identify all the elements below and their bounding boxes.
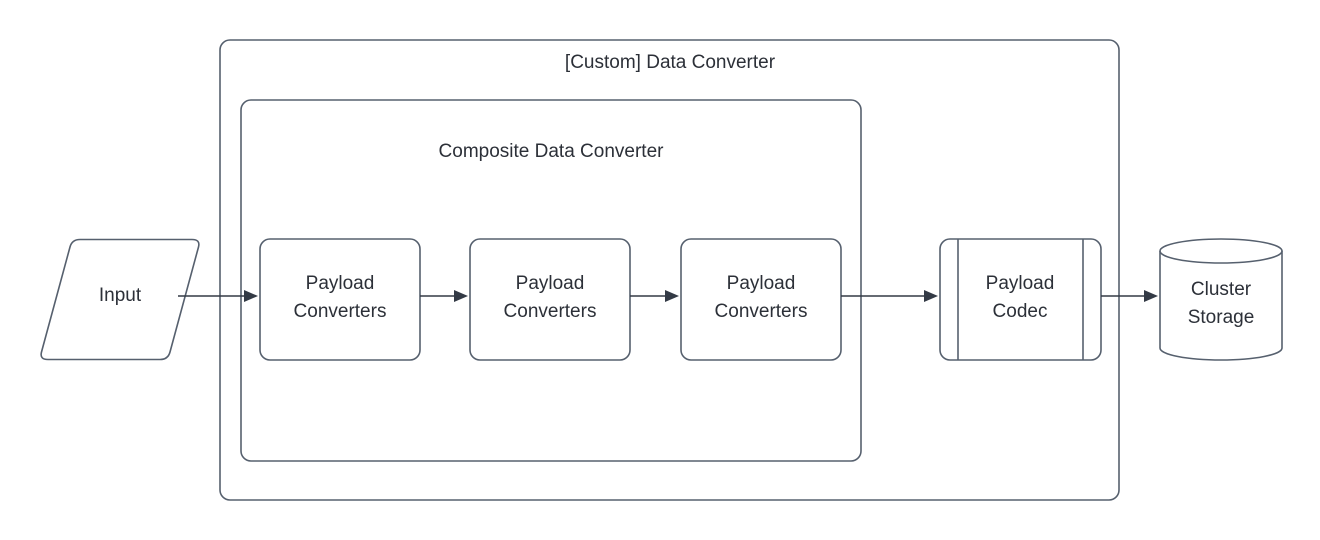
- node-payload-converters-3-label-line1: Payload: [727, 273, 796, 294]
- edge-payload-converters-2-to-3: [630, 290, 679, 302]
- node-payload-codec-outline: [939, 238, 1102, 361]
- node-input[interactable]: Input: [40, 238, 200, 361]
- node-payload-codec-label-line2: Codec: [993, 301, 1048, 322]
- node-cluster-storage-top-ellipse: [1159, 238, 1283, 264]
- node-cluster-storage-body-fill: [1160, 251, 1282, 360]
- node-payload-converters-1-label-line2: Converters: [294, 301, 387, 322]
- node-cluster-storage-label-line1: Cluster: [1191, 279, 1252, 300]
- node-cluster-storage-label-line2: Storage: [1188, 307, 1255, 328]
- container-composite-data-converter-label: Composite Data Converter: [439, 141, 665, 162]
- edge-payload-converters-3-to-payload-codec: [841, 290, 938, 302]
- node-cluster-storage[interactable]: Cluster Storage: [1159, 238, 1283, 361]
- edge-payload-converters-1-to-2: [420, 290, 468, 302]
- node-payload-converters-1[interactable]: Payload Converters: [259, 238, 421, 361]
- node-payload-converters-2-label-line1: Payload: [516, 273, 585, 294]
- edge-input-to-payload-converters-1: [178, 290, 258, 302]
- node-input-fill: [40, 240, 200, 359]
- node-input-outline: [40, 238, 200, 361]
- node-payload-converters-2-label-line2: Converters: [504, 301, 597, 322]
- node-payload-converters-3-outline: [680, 238, 842, 361]
- edge-payload-converters-1-to-2-arrowhead: [454, 290, 468, 302]
- edge-payload-converters-3-to-payload-codec-arrowhead: [924, 290, 938, 302]
- edge-payload-codec-to-cluster-storage: [1101, 290, 1158, 302]
- node-payload-converters-3-label-line2: Converters: [715, 301, 808, 322]
- node-payload-codec[interactable]: Payload Codec: [939, 238, 1102, 361]
- node-payload-converters-1-label-line1: Payload: [306, 273, 375, 294]
- node-payload-converters-2-outline: [469, 238, 631, 361]
- edge-input-to-payload-converters-1-arrowhead: [244, 290, 258, 302]
- node-cluster-storage-body: [1159, 251, 1283, 361]
- node-input-label: Input: [99, 285, 142, 306]
- container-custom-data-converter-label: [Custom] Data Converter: [565, 52, 776, 73]
- node-payload-converters-3[interactable]: Payload Converters: [680, 238, 842, 361]
- edge-payload-codec-to-cluster-storage-arrowhead: [1144, 290, 1158, 302]
- node-payload-codec-label-line1: Payload: [986, 273, 1055, 294]
- node-payload-converters-2[interactable]: Payload Converters: [469, 238, 631, 361]
- node-payload-converters-1-outline: [259, 238, 421, 361]
- edge-payload-converters-2-to-3-arrowhead: [665, 290, 679, 302]
